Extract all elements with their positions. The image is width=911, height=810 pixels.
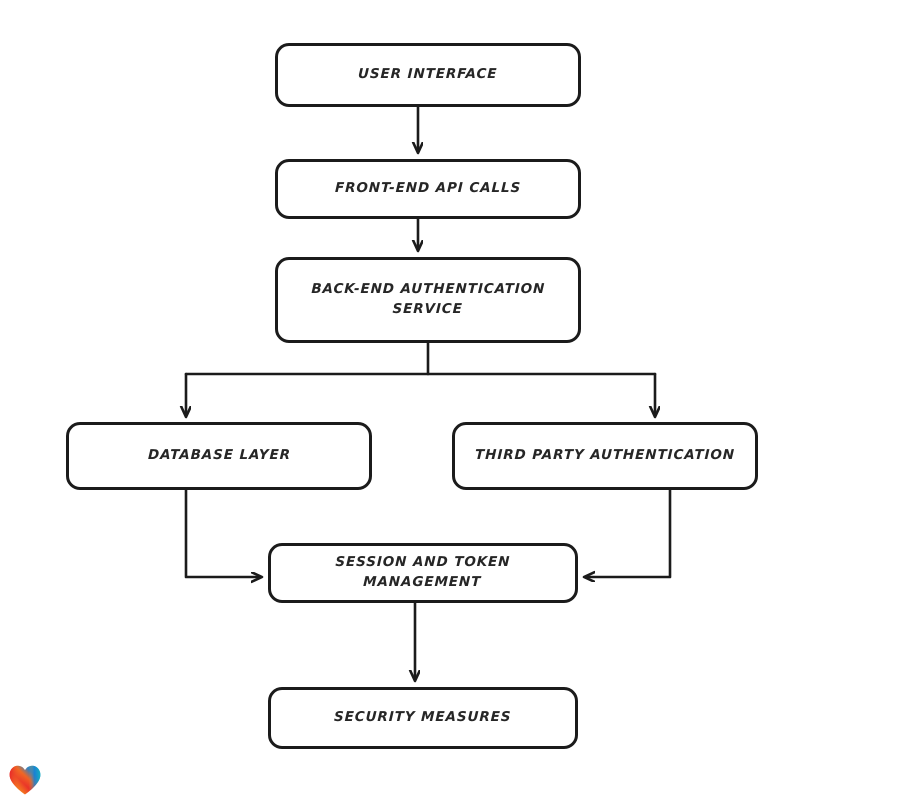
node-database-layer-label: DATABASE LAYER (147, 447, 291, 464)
heart-icon (9, 765, 41, 795)
edge-database-to-session (184, 488, 261, 577)
node-backend-authentication-service[interactable]: BACK-END AUTHENTICATION SERVICE (275, 257, 581, 343)
node-security-measures-label: SECURITY MEASURES (334, 709, 512, 726)
node-session-and-token-management[interactable]: SESSION AND TOKEN MANAGEMENT (268, 543, 578, 603)
node-frontend-api-calls[interactable]: FRONT-END API CALLS (275, 159, 581, 219)
node-third-party-authentication[interactable]: THIRD PARTY AUTHENTICATION (452, 422, 758, 490)
node-database-layer[interactable]: DATABASE LAYER (66, 422, 372, 490)
node-third-party-authentication-label: THIRD PARTY AUTHENTICATION (474, 447, 736, 464)
node-session-and-token-management-label: SESSION AND TOKEN MANAGEMENT (335, 554, 512, 590)
node-security-measures[interactable]: SECURITY MEASURES (268, 687, 578, 749)
node-frontend-api-calls-label: FRONT-END API CALLS (334, 180, 522, 197)
node-backend-authentication-service-label: BACK-END AUTHENTICATION SERVICE (311, 281, 546, 317)
node-user-interface-label: USER INTERFACE (358, 66, 499, 83)
node-user-interface[interactable]: USER INTERFACE (275, 43, 581, 107)
edge-thirdparty-to-session (585, 488, 672, 577)
